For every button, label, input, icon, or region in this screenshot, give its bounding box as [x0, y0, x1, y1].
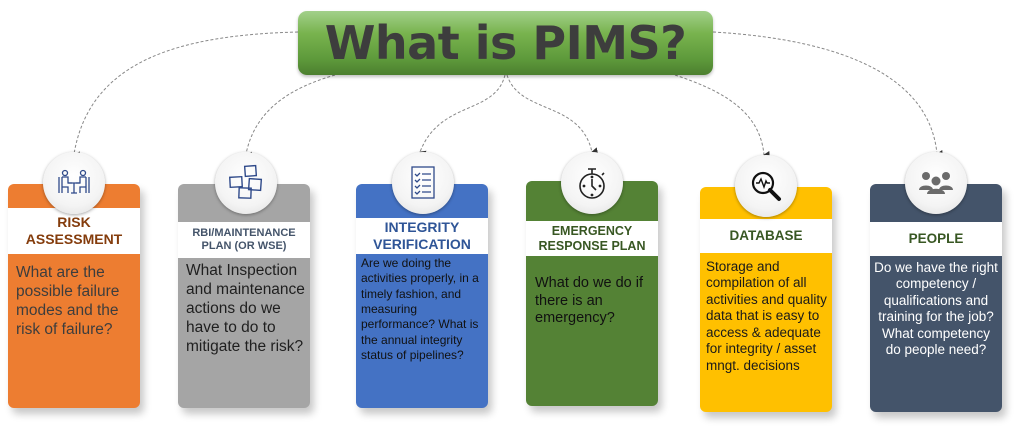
- people-group-icon-badge: [905, 152, 967, 214]
- card-body: Do we have the right competency / qualif…: [874, 260, 998, 358]
- magnifier-pulse-icon: [751, 171, 781, 201]
- stopwatch-icon-badge: [561, 152, 623, 214]
- magnifier-pulse-icon-badge: [735, 155, 797, 217]
- connector-to-people: [712, 31, 943, 157]
- connector-to-database: [674, 74, 770, 158]
- card-heading: PEOPLE: [870, 222, 1002, 256]
- card-people: PEOPLE Do we have the right competency /…: [870, 184, 1002, 412]
- card-heading: DATABASE: [700, 219, 832, 253]
- card-body: Are we doing the activities properly, in…: [361, 256, 479, 363]
- meeting-people-icon: [58, 169, 90, 194]
- card-body: What Inspection and maintenance actions …: [186, 262, 305, 355]
- flowchart-boxes-icon: [229, 164, 263, 199]
- connector-to-integrity-verification: [419, 74, 506, 158]
- card-database: DATABASE Storage and compilation of all …: [700, 187, 832, 412]
- stopwatch-icon: [579, 168, 605, 199]
- checklist-icon-badge: [392, 152, 454, 214]
- card-body: Storage and compilation of all activitie…: [706, 259, 827, 373]
- people-group-icon: [919, 172, 953, 194]
- meeting-people-icon-badge: [43, 152, 105, 214]
- title-box: What is PIMS?: [298, 11, 713, 75]
- connector-to-rbi-plan: [245, 74, 336, 159]
- card-body: What are the possible failure modes and …: [16, 264, 120, 338]
- card-body: What do we do if there is an emergency?: [535, 275, 643, 327]
- flowchart-boxes-icon-badge: [215, 152, 277, 214]
- connector-to-emergency-response: [506, 74, 599, 155]
- connector-to-risk-assessment: [73, 31, 299, 159]
- page-title: What is PIMS?: [324, 16, 687, 70]
- checklist-icon: [411, 166, 435, 199]
